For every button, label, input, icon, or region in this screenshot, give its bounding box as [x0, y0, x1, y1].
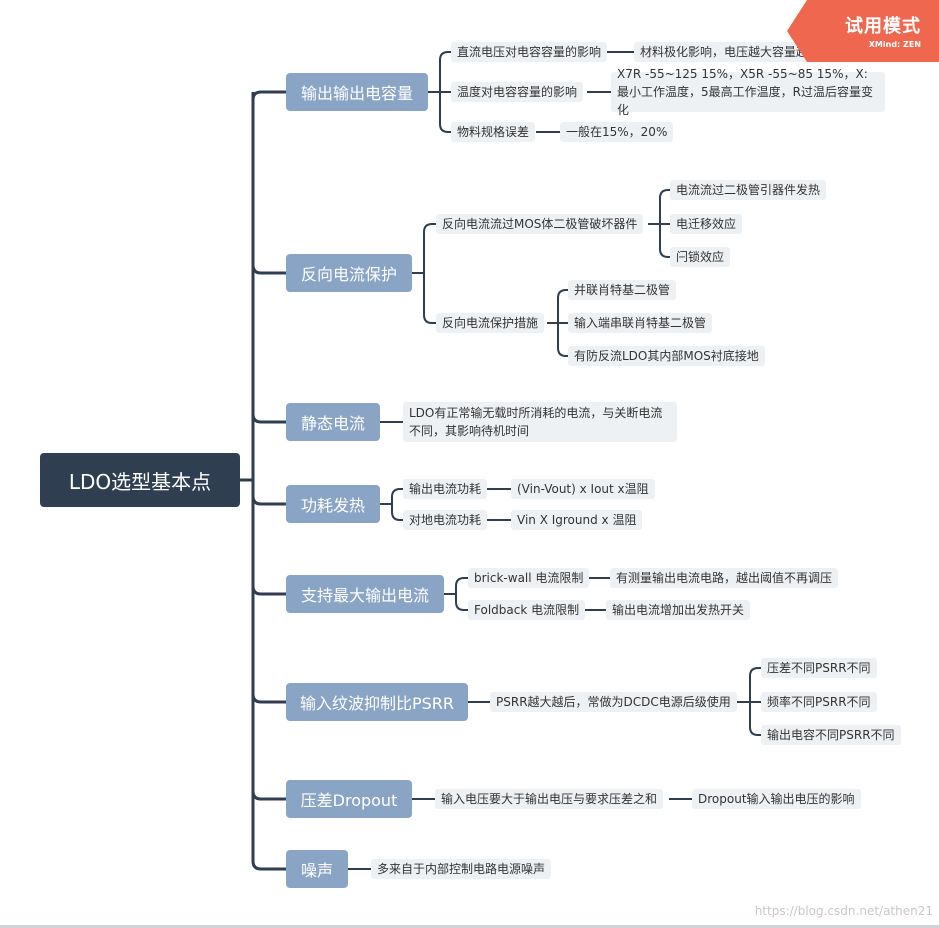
detail-temperature[interactable]: X7R -55~125 15%，X5R -55~85 15%，X:最小工作温度，… — [611, 67, 885, 117]
subtopic-reverse-damage[interactable]: 反向电流流过MOS体二极管破坏器件 — [436, 214, 644, 234]
detail-psrr-frequency[interactable]: 频率不同PSRR不同 — [761, 692, 877, 712]
trial-mode-badge: 试用模式 XMind: ZEN — [787, 0, 939, 62]
connector — [251, 90, 286, 101]
connector — [439, 123, 451, 133]
subtopic-dc-bias[interactable]: 直流电压对电容容量的影响 — [451, 42, 608, 62]
subtopic-output-power[interactable]: 输出电流功耗 — [403, 479, 488, 499]
subtopic-dropout-requirement[interactable]: 输入电压要大于输出电压与要求压差之和 — [435, 789, 664, 809]
connector — [423, 314, 436, 324]
connector — [391, 488, 403, 498]
connector — [251, 693, 286, 704]
subtopic-reverse-measures[interactable]: 反向电流保护措施 — [436, 313, 545, 333]
connector — [251, 264, 286, 275]
detail-substrate-ground[interactable]: 有防反流LDO其内部MOS衬底接地 — [568, 346, 765, 366]
subtopic-foldback[interactable]: Foldback 电流限制 — [468, 600, 586, 620]
detail-diode-heating[interactable]: 电流流过二极管引器件发热 — [670, 180, 827, 200]
topic-power-dissipation[interactable]: 功耗发热 — [286, 485, 380, 523]
detail-dropout-effect[interactable]: Dropout输入输出电压的影响 — [692, 789, 861, 809]
subtopic-psrr-usage[interactable]: PSRR越大越后，常做为DCDC电源后级使用 — [490, 692, 737, 712]
detail-latchup[interactable]: 闩锁效应 — [670, 247, 731, 267]
connector — [251, 585, 286, 596]
detail-tolerance[interactable]: 一般在15%，20% — [560, 122, 674, 142]
trial-mode-label: 试用模式 — [845, 16, 921, 37]
topic-reverse-current-protection[interactable]: 反向电流保护 — [286, 254, 412, 292]
topic-psrr[interactable]: 输入纹波抑制比PSRR — [286, 683, 468, 721]
detail-psrr-dropout[interactable]: 压差不同PSRR不同 — [761, 658, 877, 678]
connector — [659, 248, 670, 258]
connector — [391, 511, 403, 521]
connector — [749, 667, 761, 677]
connector — [251, 790, 286, 801]
topic-max-output-current[interactable]: 支持最大输出电流 — [286, 575, 444, 613]
detail-parallel-schottky[interactable]: 并联肖特基二极管 — [568, 280, 677, 300]
connector — [557, 347, 568, 357]
topic-quiescent-current[interactable]: 静态电流 — [286, 403, 380, 441]
bottom-border — [0, 925, 939, 928]
detail-series-schottky[interactable]: 输入端串联肖特基二极管 — [568, 313, 713, 333]
topic-dropout[interactable]: 压差Dropout — [286, 780, 412, 818]
root-topic[interactable]: LDO选型基本点 — [40, 453, 240, 507]
detail-psrr-capacitor[interactable]: 输出电容不同PSRR不同 — [761, 725, 901, 745]
detail-electromigration[interactable]: 电迁移效应 — [670, 214, 743, 234]
connector — [251, 413, 286, 424]
subtopic-temperature[interactable]: 温度对电容容量的影响 — [451, 82, 584, 102]
trial-badge-shape — [787, 0, 939, 62]
detail-output-power[interactable]: (Vin-Vout) x Iout x温阻 — [511, 479, 655, 499]
connector — [251, 495, 286, 506]
connector — [423, 223, 436, 233]
connector — [659, 189, 670, 199]
detail-ground-power[interactable]: Vin X Iground x 温阻 — [511, 510, 643, 530]
topic-noise[interactable]: 噪声 — [286, 850, 348, 888]
subtopic-tolerance[interactable]: 物料规格误差 — [451, 122, 536, 142]
connector — [455, 577, 468, 587]
connector — [557, 289, 568, 299]
detail-quiescent[interactable]: LDO有正常输无载时所消耗的电流，与关断电流不同，其影响待机时间 — [403, 402, 677, 442]
connector — [251, 92, 286, 871]
detail-brick-wall[interactable]: 有测量输出电流电路，越出阈值不再调压 — [610, 568, 839, 588]
topic-output-capacitance[interactable]: 输出输出电容量 — [286, 73, 428, 111]
detail-dc-bias[interactable]: 材料极化影响，电压越大容量越小 — [634, 42, 827, 62]
detail-foldback[interactable]: 输出电流增加出发热开关 — [606, 600, 751, 620]
subtopic-brick-wall[interactable]: brick-wall 电流限制 — [468, 568, 590, 588]
connector — [439, 51, 451, 61]
connector — [749, 726, 761, 736]
trial-brand-label: XMind: ZEN — [868, 40, 921, 49]
connector — [455, 601, 468, 611]
watermark: https://blog.csdn.net/athen21 — [754, 904, 933, 918]
subtopic-ground-power[interactable]: 对地电流功耗 — [403, 510, 488, 530]
detail-noise-source[interactable]: 多来自于内部控制电路电源噪声 — [371, 859, 552, 879]
